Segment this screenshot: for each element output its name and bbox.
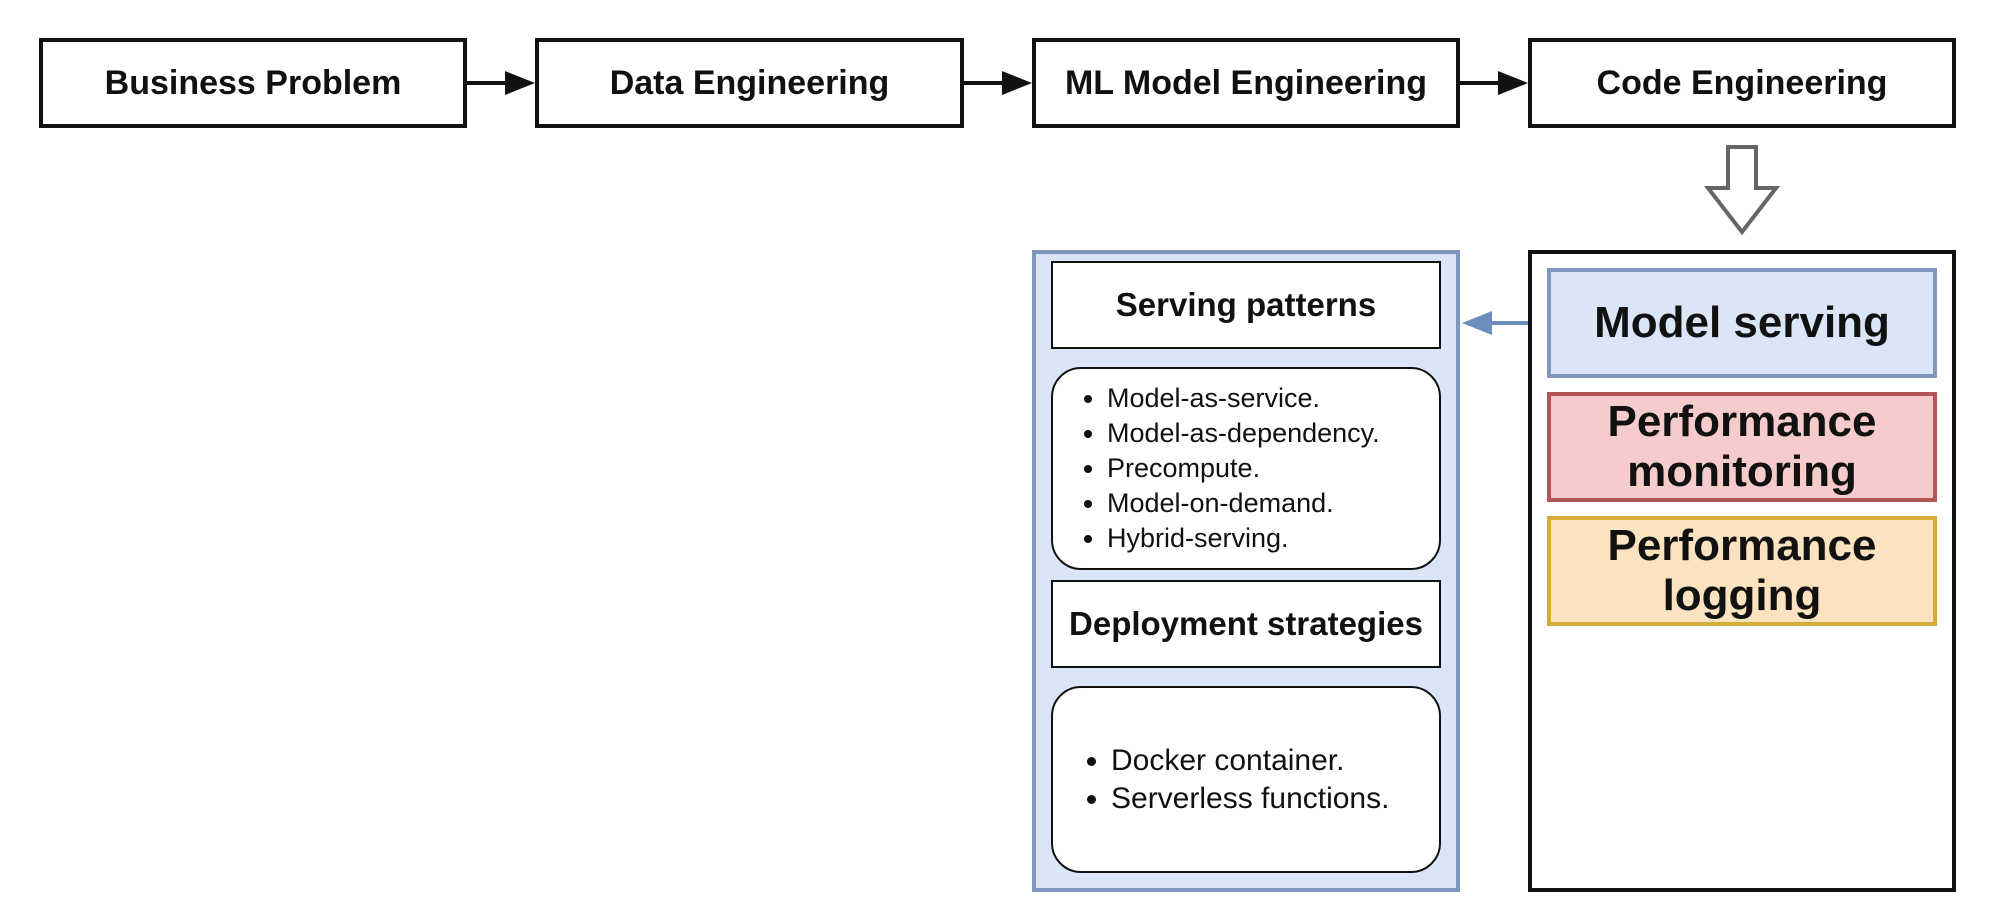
serving-patterns-header: Serving patterns xyxy=(1051,261,1441,349)
model-serving-box: Model serving xyxy=(1547,268,1937,378)
serving-patterns-title: Serving patterns xyxy=(1115,286,1377,323)
list-item: Serverless functions. xyxy=(1111,780,1389,818)
performance-logging-box: Performance logging xyxy=(1547,516,1937,626)
deployment-strategies-title: Deployment strategies xyxy=(1069,605,1423,642)
list-item: Model-on-demand. xyxy=(1107,486,1380,521)
list-item: Model-as-service. xyxy=(1107,381,1380,416)
performance-logging-label: Performance logging xyxy=(1607,521,1877,620)
list-item: Hybrid-serving. xyxy=(1107,521,1380,556)
stage-code-engineering: Code Engineering xyxy=(1528,38,1956,128)
stage-code-engineering-label: Code Engineering xyxy=(1596,63,1888,102)
performance-monitoring-box: Performance monitoring xyxy=(1547,392,1937,502)
down-block-arrow xyxy=(1703,145,1781,236)
stage-data-engineering: Data Engineering xyxy=(535,38,964,128)
stage-ml-model-engineering: ML Model Engineering xyxy=(1032,38,1460,128)
performance-monitoring-label: Performance monitoring xyxy=(1607,397,1877,496)
stage-data-engineering-label: Data Engineering xyxy=(609,63,890,102)
deployment-strategies-header: Deployment strategies xyxy=(1051,580,1441,668)
pipeline-arrow-3 xyxy=(1460,71,1528,95)
stage-business-problem-label: Business Problem xyxy=(104,63,402,102)
list-item: Docker container. xyxy=(1111,742,1389,780)
stage-business-problem: Business Problem xyxy=(39,38,467,128)
deployment-strategies-list: Docker container. Serverless functions. xyxy=(1051,686,1441,873)
list-item: Precompute. xyxy=(1107,451,1380,486)
pipeline-arrow-1 xyxy=(467,71,535,95)
model-serving-label: Model serving xyxy=(1594,298,1890,347)
pipeline-arrow-2 xyxy=(964,71,1032,95)
list-item: Model-as-dependency. xyxy=(1107,416,1380,451)
serving-patterns-list: Model-as-service. Model-as-dependency. P… xyxy=(1051,367,1441,570)
stage-ml-model-engineering-label: ML Model Engineering xyxy=(1064,63,1428,102)
